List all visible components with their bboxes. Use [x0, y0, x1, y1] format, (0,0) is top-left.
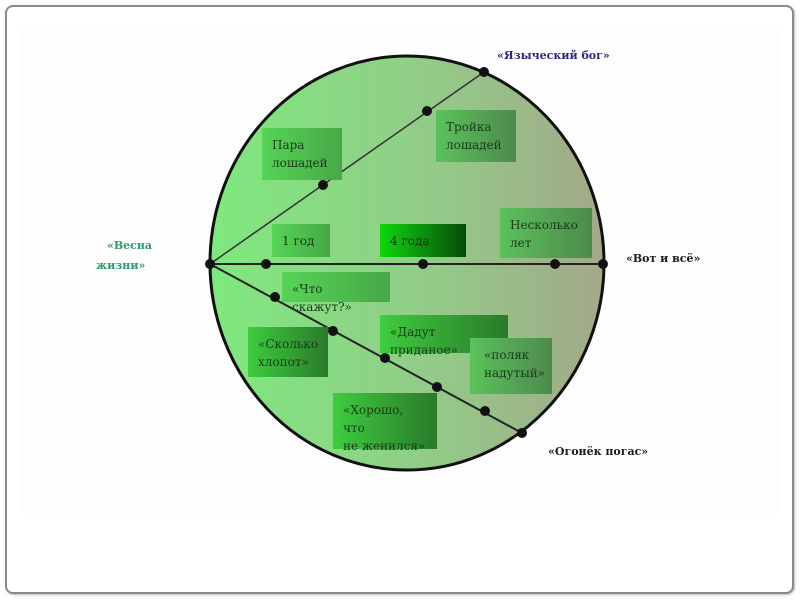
label-spring-line1: «Весна: [107, 239, 153, 252]
node-upper-end: [479, 67, 489, 77]
label-light-out: «Огонёк погас»: [548, 445, 649, 458]
node-lower-3: [380, 353, 390, 363]
box-good-not-married: «Хорошо, что не женился»: [333, 393, 437, 453]
label-that-is-all: «Вот и всё»: [626, 252, 701, 265]
label-spring-line2: жизни»: [96, 259, 146, 272]
box-one-year: 1 год: [272, 224, 330, 257]
node-lower-end: [517, 428, 527, 438]
box-troika-loshadey: Тройка лошадей: [436, 110, 516, 162]
box-para-loshadey: Пара лошадей: [262, 128, 342, 180]
node-middle-2: [418, 259, 428, 269]
node-middle-3: [550, 259, 560, 269]
node-upper-2: [422, 106, 432, 116]
box-several-years: Несколько лет: [500, 208, 592, 258]
node-upper-1: [318, 180, 328, 190]
node-lower-1: [270, 292, 280, 302]
node-middle-end: [598, 259, 608, 269]
node-lower-2: [328, 326, 338, 336]
box-how-much: «Сколько хлопот»: [248, 327, 328, 377]
node-origin: [205, 259, 215, 269]
label-pagan-god: «Языческий бог»: [497, 49, 610, 62]
node-middle-1: [261, 259, 271, 269]
node-lower-4: [432, 382, 442, 392]
lower-line: [209, 263, 523, 434]
box-four-years: 4 года: [380, 224, 466, 257]
box-polyak: «поляк надутый»: [470, 338, 552, 394]
node-lower-5: [480, 406, 490, 416]
box-what-say: «Что скажут?»: [282, 272, 390, 314]
upper-line: [209, 71, 485, 265]
